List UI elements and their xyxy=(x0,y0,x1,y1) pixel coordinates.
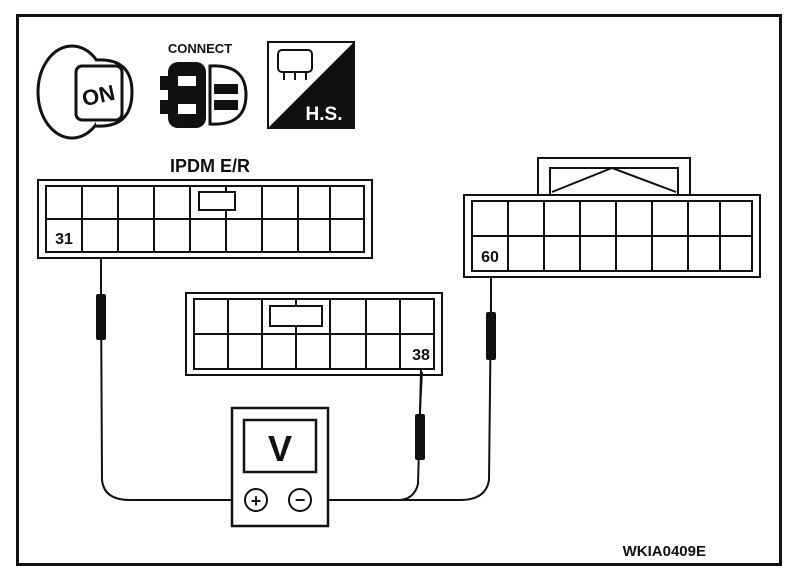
pin-31-label: 31 xyxy=(55,231,73,248)
ignition-key-icon: ON xyxy=(36,44,134,140)
voltmeter: V + − xyxy=(230,406,330,528)
minus-terminal: − xyxy=(295,490,306,510)
connector-icon: CONNECT xyxy=(160,41,248,128)
ipdm-connector: IPDM E/R 31 xyxy=(37,156,373,259)
connect-label: CONNECT xyxy=(168,41,232,56)
pin-60-label: 60 xyxy=(481,249,499,266)
pin-38-label: 38 xyxy=(412,347,430,364)
ipdm-title: IPDM E/R xyxy=(170,156,250,176)
hs-label: H.S. xyxy=(306,104,343,125)
voltmeter-display: V xyxy=(268,428,292,469)
probe-tip-31 xyxy=(96,258,106,340)
probe-tip-60 xyxy=(486,277,496,360)
plus-terminal: + xyxy=(251,491,262,511)
figure-code: WKIA0409E xyxy=(623,543,706,560)
diagram-frame xyxy=(16,14,782,566)
right-connector: 60 xyxy=(463,157,761,278)
probe-tip-38 xyxy=(415,367,425,460)
test-leads xyxy=(100,258,492,501)
middle-connector: 38 xyxy=(185,292,443,376)
harness-sensor-icon: H.S. xyxy=(267,41,355,129)
